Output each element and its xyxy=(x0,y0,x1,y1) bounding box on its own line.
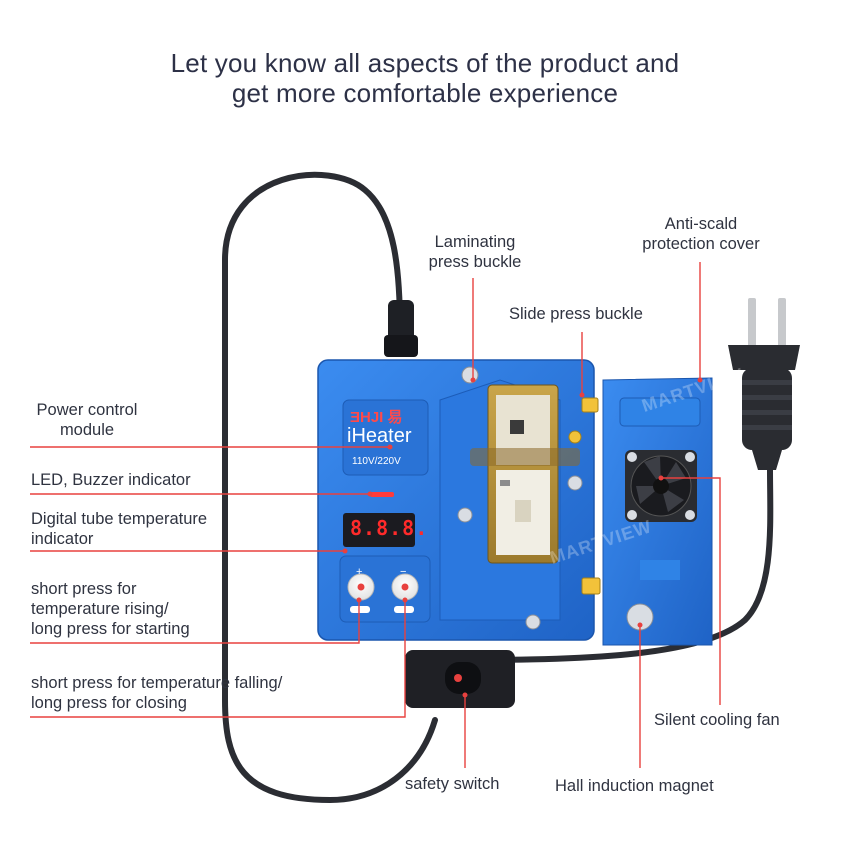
anti-scald-cover xyxy=(581,377,713,646)
label-temp-rising: short press for temperature rising/ long… xyxy=(31,580,190,638)
minus-symbol: − xyxy=(400,566,407,578)
headline-line-2: get more comfortable experience xyxy=(231,78,619,108)
pcb-fixture xyxy=(439,366,599,630)
label-power-control: Power control module xyxy=(36,401,138,439)
headline: Let you know all aspects of the product … xyxy=(0,48,850,108)
safety-switch xyxy=(405,650,515,708)
label-slide-buckle: Slide press buckle xyxy=(509,305,643,323)
brand-panel xyxy=(342,399,429,476)
label-laminating-buckle: Laminating press buckle xyxy=(428,233,522,271)
button-panel xyxy=(339,555,431,623)
power-plug xyxy=(728,298,800,470)
display-panel xyxy=(343,513,415,547)
cable-strain-relief xyxy=(384,300,418,357)
label-anti-scald: Anti-scald protection cover xyxy=(642,215,760,253)
label-silent-fan: Silent cooling fan xyxy=(654,711,780,729)
label-hall-magnet: Hall induction magnet xyxy=(555,777,714,795)
switch-cable xyxy=(437,467,774,663)
label-safety-switch: safety switch xyxy=(405,775,500,793)
plus-symbol: + xyxy=(356,566,363,578)
device-voltage: 110V/220V xyxy=(352,456,401,467)
power-cable xyxy=(222,171,403,803)
callout-lines xyxy=(30,262,721,768)
callout-dots xyxy=(342,377,703,698)
led-indicator xyxy=(370,492,394,497)
headline-line-1: Let you know all aspects of the product … xyxy=(170,48,680,78)
brand-logo: ƎHJI 易 xyxy=(350,409,403,426)
temperature-display: 8.8.8. xyxy=(350,516,429,540)
label-led-buzzer: LED, Buzzer indicator xyxy=(31,471,191,489)
device-name: iHeater xyxy=(347,425,412,447)
label-temp-falling: short press for temperature falling/ lon… xyxy=(31,674,283,712)
switch-cable-lower xyxy=(327,717,438,803)
label-digital-tube: Digital tube temperature indicator xyxy=(31,510,208,548)
